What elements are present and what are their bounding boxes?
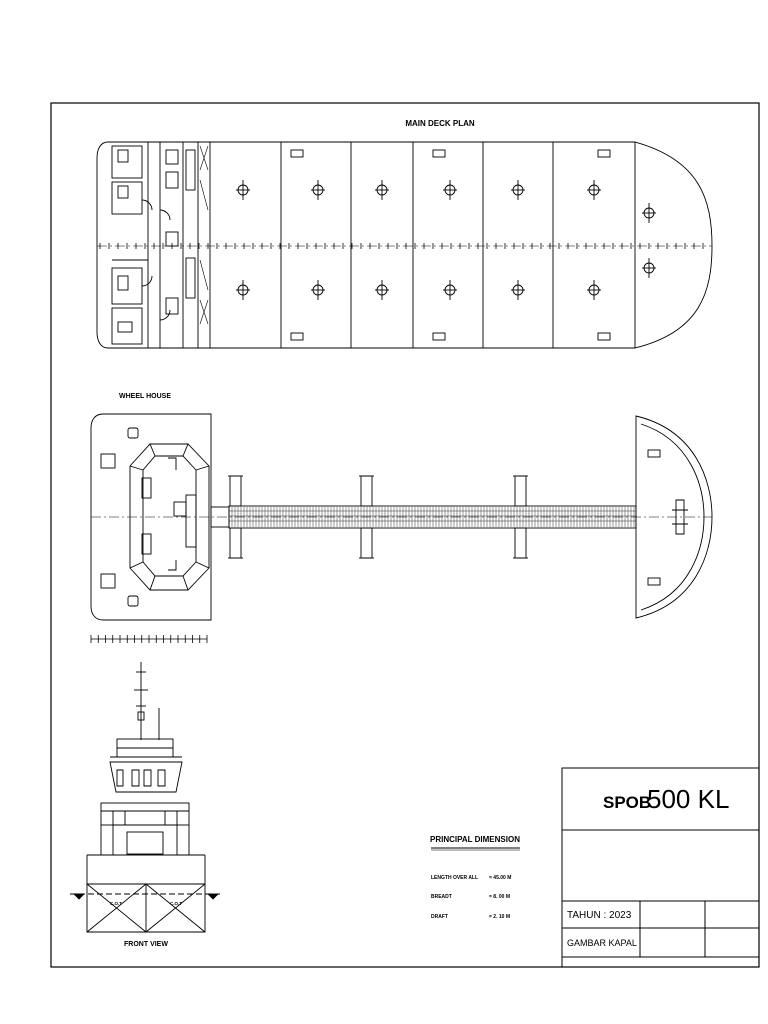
scale-bar [90,635,208,643]
wheel-house-plan [90,413,713,621]
frame-station-ticks [99,243,704,249]
front-view [70,662,222,933]
tank-label-right: C.O.T [170,901,182,906]
wheel-house-title: WHEEL HOUSE [119,393,171,400]
dimension-label-loa: LENGTH OVER ALL [431,875,478,881]
dimension-value-breadth: = 8. 00 M [489,894,510,900]
tank-label-left: C.O.T [110,901,122,906]
project-title-suffix: 500 KL [647,784,729,814]
main-deck-plan-title: MAIN DECK PLAN [405,119,475,128]
dimension-value-loa: = 45.00 M [489,875,511,881]
title-block [561,767,760,968]
main-deck-plan [96,141,713,349]
front-view-title: FRONT VIEW [124,941,168,948]
drawing-type-label: GAMBAR KAPAL [567,938,637,948]
project-title-prefix: SPOB [603,793,651,812]
year-label: TAHUN : 2023 [567,910,632,921]
dimension-value-draft: = 2. 10 M [489,914,510,920]
dimension-label-breadth: BREADT [431,894,452,900]
principal-dimension-title: PRINCIPAL DIMENSION [430,835,520,844]
drawing-border [50,102,760,968]
dimension-label-draft: DRAFT [431,914,448,920]
